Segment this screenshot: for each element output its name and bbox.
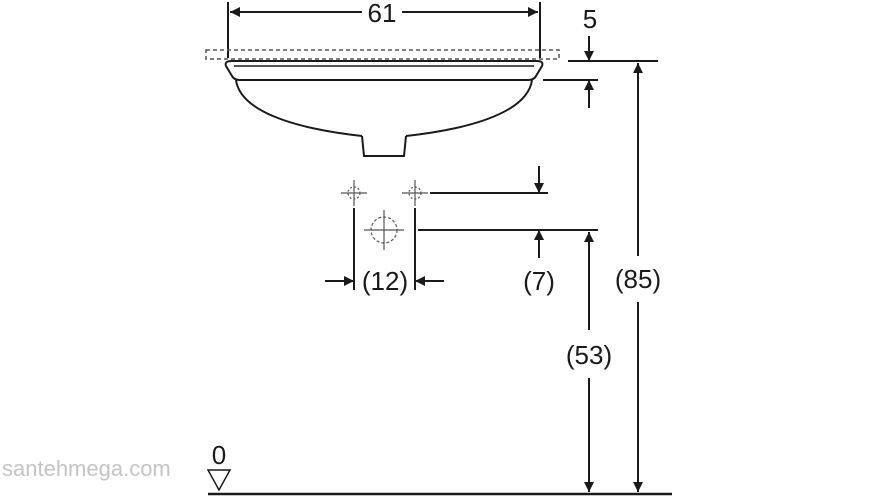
rim-thickness-label: 5 (583, 4, 597, 34)
width-dimension (227, 2, 541, 58)
floor-level-label: 0 (212, 440, 226, 470)
basin-rim (224, 60, 544, 81)
outlet-offset-label: (7) (523, 266, 555, 296)
outlet-offset-dimension (418, 166, 598, 258)
waste-outlet (364, 210, 404, 250)
rim-thickness-dimension (543, 36, 658, 108)
width-label: 61 (368, 0, 397, 28)
outlet-height-label: (53) (566, 340, 612, 370)
total-height-label: (85) (615, 264, 661, 294)
floor-level-marker (206, 469, 232, 492)
outlet-spacing-label: (12) (362, 266, 408, 296)
basin-bowl (235, 79, 533, 137)
outlet-symbols (341, 180, 428, 250)
outlet-spacing-dimension (325, 208, 444, 290)
basin-body (224, 60, 544, 157)
watermark: santehmega.com (2, 456, 171, 481)
basin-drain (361, 135, 407, 157)
tap-outlet-right (402, 180, 428, 206)
countertop-outline (205, 49, 560, 60)
tap-outlet-left (341, 180, 367, 206)
